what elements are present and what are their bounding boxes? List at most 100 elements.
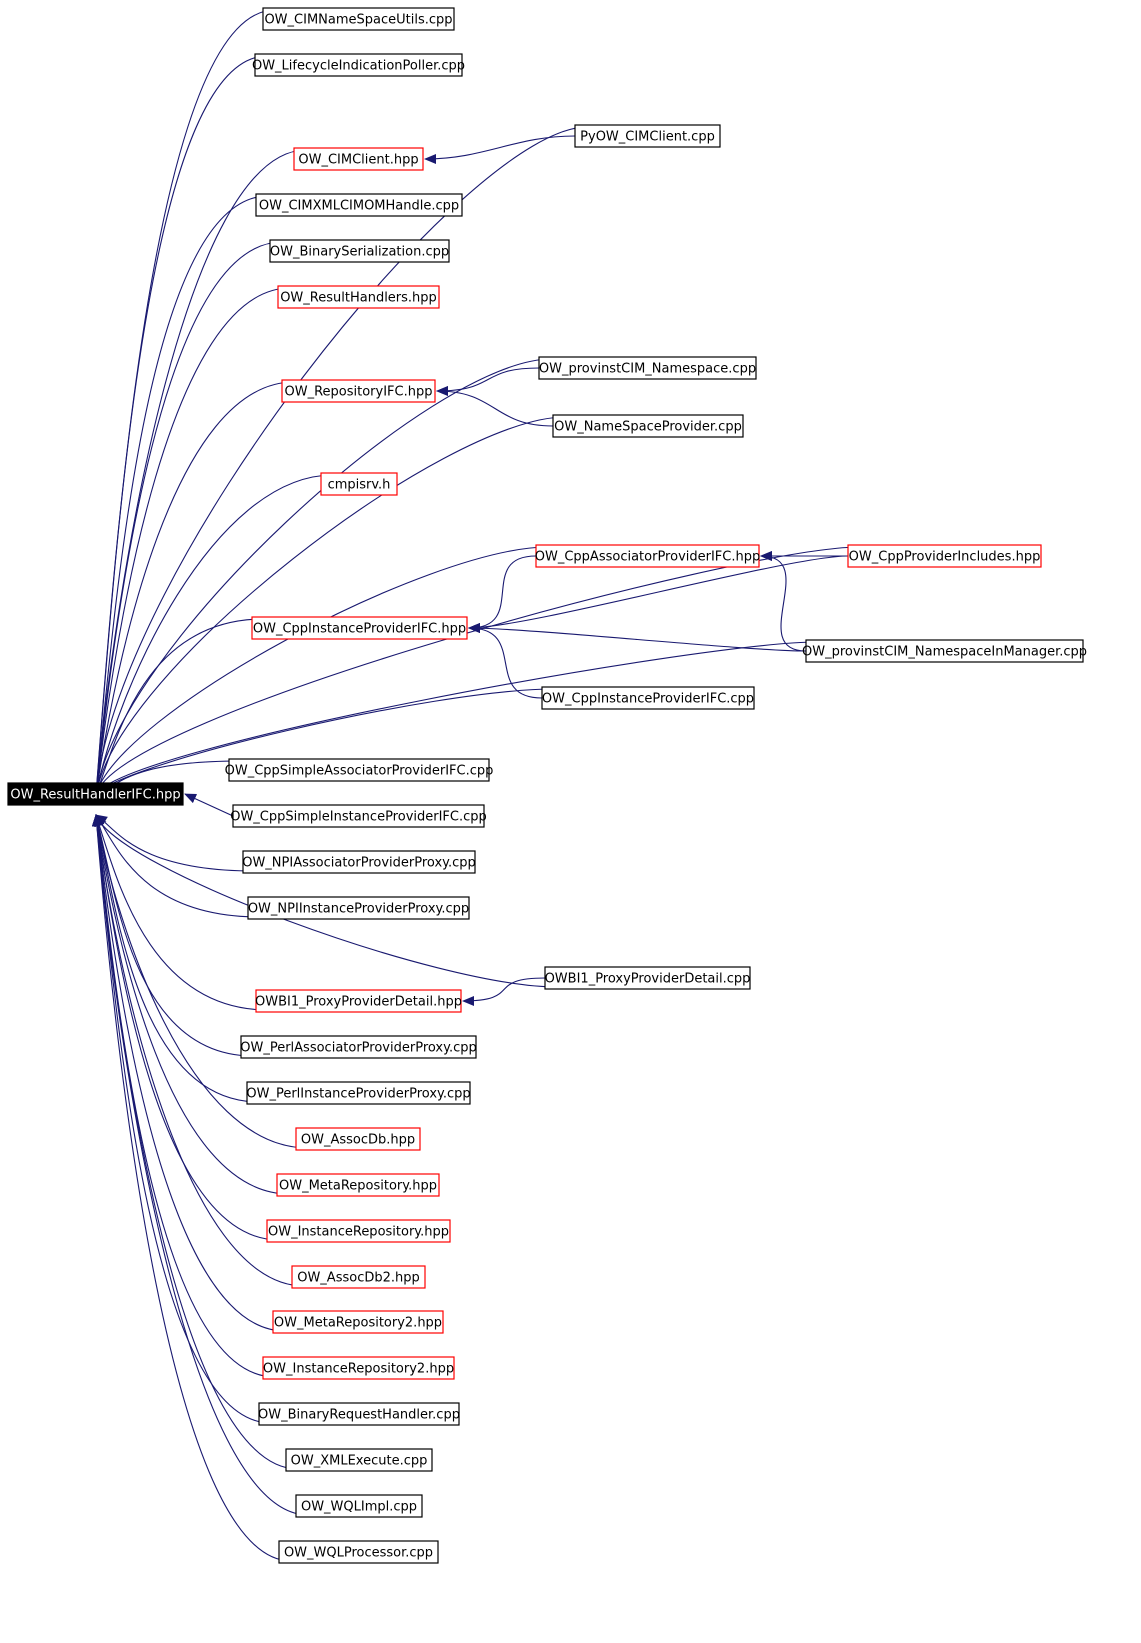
node-cppinst-cpp[interactable]: OW_CppInstanceProviderIFC.cpp	[541, 686, 755, 710]
node-resulthandlers[interactable]: OW_ResultHandlers.hpp	[277, 285, 440, 309]
edge-metarepo-to-root	[92, 814, 290, 1195]
edges-layer	[91, 9, 861, 1562]
edge-nsprovider-to-repositoryifc	[436, 386, 554, 427]
node-xmlexec[interactable]: OW_XMLExecute.cpp	[285, 1448, 433, 1472]
node-cimxml[interactable]: OW_CIMXMLCIMOMHandle.cpp	[255, 193, 463, 217]
node-cmpisrv[interactable]: cmpisrv.h	[320, 472, 398, 496]
node-assocdb[interactable]: OW_AssocDb.hpp	[295, 1127, 421, 1151]
node-label-perlassoc: OW_PerlAssociatorProviderProxy.cpp	[240, 1041, 477, 1056]
node-box-nsprovider	[552, 414, 744, 438]
node-box-npiinst	[247, 896, 470, 920]
node-metarepo2[interactable]: OW_MetaRepository2.hpp	[272, 1310, 444, 1334]
edge-nsprovider-to-root	[92, 416, 566, 796]
edge-bi1-cpp-to-bi1-hpp	[462, 977, 546, 1006]
edge-provinst-ns-to-repositoryifc	[436, 367, 540, 396]
node-box-wqlimpl	[295, 1494, 423, 1518]
edge-cppinst-cpp-to-root	[95, 688, 555, 796]
node-box-cppinst-hpp	[251, 616, 468, 640]
node-box-cppprovinc	[847, 544, 1042, 568]
node-npiinst[interactable]: OW_NPIInstanceProviderProxy.cpp	[247, 896, 470, 920]
node-label-cimclient-hpp: OW_CIMClient.hpp	[298, 153, 418, 168]
node-perlinst[interactable]: OW_PerlInstanceProviderProxy.cpp	[246, 1081, 471, 1105]
node-pyow[interactable]: PyOW_CIMClient.cpp	[574, 124, 721, 148]
node-box-instrepo2	[262, 1356, 455, 1380]
node-cppsimpleinst[interactable]: OW_CppSimpleInstanceProviderIFC.cpp	[230, 804, 487, 828]
node-lifecycle[interactable]: OW_LifecycleIndicationPoller.cpp	[252, 53, 465, 77]
edge-cppassoc-to-root	[93, 546, 549, 796]
edge-instrepo2-to-root	[92, 814, 276, 1378]
node-repositoryifc[interactable]: OW_RepositoryIFC.hpp	[281, 379, 436, 403]
node-label-cppsimpleinst: OW_CppSimpleInstanceProviderIFC.cpp	[230, 810, 487, 825]
node-box-repositoryifc	[281, 379, 436, 403]
node-box-cppsimpleassoc	[228, 758, 490, 782]
node-label-nsprovider: OW_NameSpaceProvider.cpp	[554, 420, 742, 435]
node-cppsimpleassoc[interactable]: OW_CppSimpleAssociatorProviderIFC.cpp	[225, 758, 494, 782]
edge-perlinst-to-root	[93, 814, 260, 1103]
edge-npiinst-to-root	[95, 814, 261, 918]
node-instrepo2[interactable]: OW_InstanceRepository2.hpp	[262, 1356, 455, 1380]
node-label-bi1-cpp: OWBI1_ProxyProviderDetail.cpp	[545, 972, 751, 987]
node-binreq[interactable]: OW_BinaryRequestHandler.cpp	[258, 1402, 460, 1426]
node-label-binser: OW_BinarySerialization.cpp	[270, 245, 449, 260]
edge-pyow-to-cimclient-hpp	[424, 135, 576, 164]
node-box-cimnsu	[262, 7, 455, 31]
node-label-wqlproc: OW_WQLProcessor.cpp	[284, 1546, 433, 1561]
node-box-bi1-hpp	[255, 989, 462, 1013]
edge-metarepo2-to-root	[92, 814, 286, 1332]
node-box-cppinst-cpp	[541, 686, 755, 710]
node-cppassoc[interactable]: OW_CppAssociatorProviderIFC.hpp	[535, 544, 760, 568]
node-nsinmgr[interactable]: OW_provinstCIM_NamespaceInManager.cpp	[802, 639, 1087, 663]
node-binser[interactable]: OW_BinarySerialization.cpp	[269, 239, 450, 263]
edge-nsinmgr-to-cppassoc	[760, 551, 807, 652]
node-box-wqlproc	[278, 1540, 439, 1564]
node-box-cmpisrv	[320, 472, 398, 496]
node-label-nsinmgr: OW_provinstCIM_NamespaceInManager.cpp	[802, 645, 1087, 660]
node-label-cimxml: OW_CIMXMLCIMOMHandle.cpp	[259, 199, 459, 214]
node-label-instrepo: OW_InstanceRepository.hpp	[268, 1225, 449, 1240]
node-instrepo[interactable]: OW_InstanceRepository.hpp	[266, 1219, 451, 1243]
node-nsprovider[interactable]: OW_NameSpaceProvider.cpp	[552, 414, 744, 438]
edge-cppinst-cpp-to-cppinst-hpp	[468, 623, 543, 699]
edge-assocdb-to-root	[93, 814, 309, 1149]
node-label-assocdb: OW_AssocDb.hpp	[301, 1133, 415, 1148]
node-label-metarepo2: OW_MetaRepository2.hpp	[274, 1316, 442, 1331]
edge-nsinmgr-to-root	[95, 641, 819, 796]
node-provinst-ns[interactable]: OW_provinstCIM_Namespace.cpp	[538, 356, 757, 380]
node-label-cmpisrv: cmpisrv.h	[328, 478, 391, 493]
edge-cimnsu-to-root	[91, 9, 276, 796]
node-bi1-hpp[interactable]: OWBI1_ProxyProviderDetail.hpp	[255, 989, 462, 1013]
node-box-binreq	[258, 1402, 460, 1426]
node-metarepo[interactable]: OW_MetaRepository.hpp	[276, 1173, 440, 1197]
edge-cppinst-hpp-to-root	[95, 618, 265, 796]
edge-bi1-cpp-to-root	[95, 814, 558, 988]
edge-cppprovinc-to-root	[93, 546, 861, 796]
node-box-npiassoc	[242, 850, 476, 874]
node-label-cppsimpleassoc: OW_CppSimpleAssociatorProviderIFC.cpp	[225, 764, 494, 779]
node-box-perlassoc	[240, 1035, 477, 1059]
edge-cimclient-hpp-to-root	[92, 149, 307, 796]
node-cppinst-hpp[interactable]: OW_CppInstanceProviderIFC.hpp	[251, 616, 468, 640]
node-perlassoc[interactable]: OW_PerlAssociatorProviderProxy.cpp	[240, 1035, 477, 1059]
node-label-cppinst-hpp: OW_CppInstanceProviderIFC.hpp	[253, 622, 466, 637]
node-box-xmlexec	[285, 1448, 433, 1472]
node-box-assocdb	[295, 1127, 421, 1151]
node-label-cppassoc: OW_CppAssociatorProviderIFC.hpp	[535, 550, 760, 565]
node-label-npiassoc: OW_NPIAssociatorProviderProxy.cpp	[242, 856, 476, 871]
node-wqlimpl[interactable]: OW_WQLImpl.cpp	[295, 1494, 423, 1518]
node-cppprovinc[interactable]: OW_CppProviderIncludes.hpp	[847, 544, 1042, 568]
edge-pyow-to-root	[91, 126, 588, 796]
node-assocdb2[interactable]: OW_AssocDb2.hpp	[291, 1265, 426, 1289]
node-root[interactable]: OW_ResultHandlerIFC.hpp	[7, 782, 184, 806]
node-npiassoc[interactable]: OW_NPIAssociatorProviderProxy.cpp	[242, 850, 476, 874]
edge-perlassoc-to-root	[93, 814, 254, 1057]
node-bi1-cpp[interactable]: OWBI1_ProxyProviderDetail.cpp	[544, 966, 751, 990]
node-cimnsu[interactable]: OW_CIMNameSpaceUtils.cpp	[262, 7, 455, 31]
node-wqlproc[interactable]: OW_WQLProcessor.cpp	[278, 1540, 439, 1564]
node-box-bi1-cpp	[544, 966, 751, 990]
node-label-pyow: PyOW_CIMClient.cpp	[580, 130, 715, 145]
node-cimclient-hpp[interactable]: OW_CIMClient.hpp	[293, 147, 424, 171]
node-label-assocdb2: OW_AssocDb2.hpp	[297, 1271, 420, 1286]
node-label-repositoryifc: OW_RepositoryIFC.hpp	[285, 385, 433, 400]
edge-cppsimpleinst-to-root	[184, 793, 234, 817]
